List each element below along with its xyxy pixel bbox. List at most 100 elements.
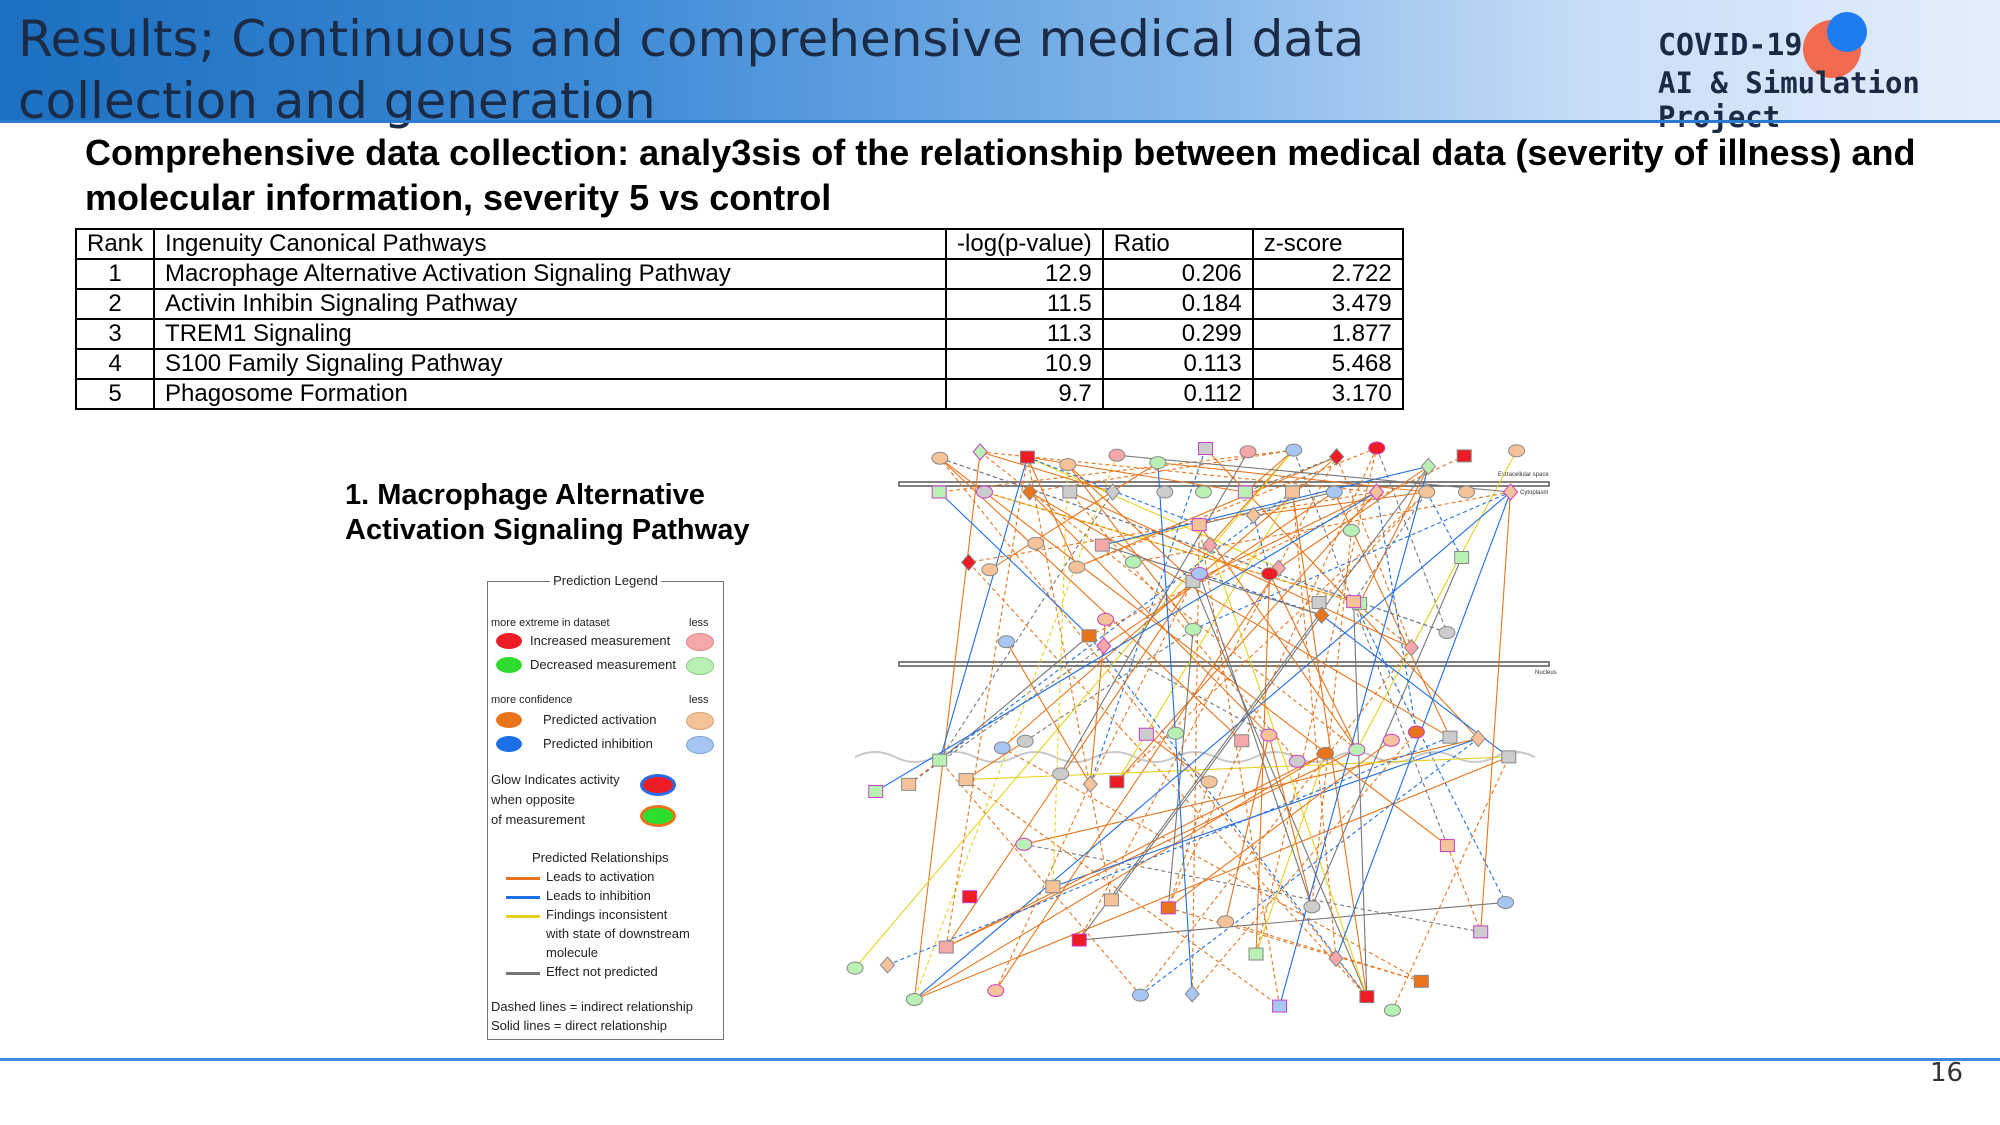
pathway-node xyxy=(1103,893,1119,907)
pathway-edge xyxy=(1029,491,1270,736)
pathway-node xyxy=(1094,538,1110,552)
legend-less-label-2: less xyxy=(689,694,709,706)
pathway-edge xyxy=(1001,747,1422,982)
pathway-node xyxy=(960,553,977,572)
pathway-edge xyxy=(1279,466,1429,1007)
header-banner: Results; Continuous and comprehensive me… xyxy=(0,0,2000,134)
pathway-edge xyxy=(913,455,1118,1000)
legend-glow-2: when opposite xyxy=(491,792,575,807)
pathway-edge xyxy=(1198,573,1313,907)
pathway-node xyxy=(1071,933,1087,947)
pathway-edge xyxy=(914,491,1511,1000)
pathway-node xyxy=(1234,734,1250,748)
pathway-node xyxy=(1442,730,1458,744)
inhibition-weak-icon xyxy=(686,736,714,754)
pathway-node xyxy=(1059,458,1077,472)
pathway-node xyxy=(846,961,864,975)
pathway-edge xyxy=(1255,447,1378,955)
pathway-node xyxy=(1288,754,1306,768)
cell-logp: 11.5 xyxy=(945,288,1104,320)
pathway-node xyxy=(1062,485,1078,499)
pathway-edge xyxy=(1088,455,1465,637)
pathway-node xyxy=(1022,483,1038,501)
pathway-node xyxy=(1016,734,1034,748)
pathway-edge xyxy=(1167,781,1210,909)
pathway-edge xyxy=(1079,901,1506,941)
cell-pathway: S100 Family Signaling Pathway xyxy=(153,348,948,380)
pathway-edge xyxy=(908,645,1105,785)
legend-pred-activation: Predicted activation xyxy=(543,712,657,727)
cell-membrane xyxy=(898,481,1550,487)
inhibition-line-icon xyxy=(506,896,540,899)
pathway-edge xyxy=(939,457,1243,742)
pathway-node xyxy=(1131,988,1149,1002)
cell-pathway: Macrophage Alternative Activation Signal… xyxy=(153,258,948,290)
header-pathway: Ingenuity Canonical Pathways xyxy=(153,228,948,260)
glow-green-icon xyxy=(643,808,673,824)
increased-weak-icon xyxy=(686,633,714,651)
pathway-node xyxy=(987,984,1005,998)
pathway-node xyxy=(1124,555,1142,569)
pathway-table: Rank Ingenuity Canonical Pathways -log(p… xyxy=(74,228,1404,410)
pathway-edge xyxy=(1244,449,1295,493)
legend-pred-inhibition: Predicted inhibition xyxy=(543,736,653,751)
pathway-node xyxy=(1097,612,1115,626)
pathway-edge xyxy=(939,635,1090,761)
pathway-node xyxy=(981,563,999,577)
cell-zscore: 3.170 xyxy=(1251,378,1404,410)
pathway-edge xyxy=(1391,756,1510,1011)
cell-ratio: 0.206 xyxy=(1101,258,1254,290)
cell-ratio: 0.184 xyxy=(1101,288,1254,320)
logo-blue-circle xyxy=(1827,12,1867,52)
pathway-edge xyxy=(1076,447,1377,568)
pathway-node xyxy=(1413,974,1429,988)
decreased-weak-icon xyxy=(686,657,714,675)
cell-rank: 1 xyxy=(74,258,156,290)
pathway-edge xyxy=(938,491,1090,637)
pathway-edge xyxy=(1116,454,1511,493)
pathway-edge xyxy=(965,740,1026,781)
pathway-node xyxy=(1454,550,1470,564)
pathway-node xyxy=(1045,880,1061,894)
pathway-edge xyxy=(984,491,1354,603)
cell-logp: 10.9 xyxy=(945,348,1104,380)
pathway-edge xyxy=(1133,491,1511,563)
pathway-edge xyxy=(1078,466,1429,941)
pathway-edge xyxy=(1088,635,1368,997)
pathway-edge xyxy=(1167,447,1378,909)
project-logo: COVID-19 AI & Simulation Project xyxy=(1655,10,1995,134)
pathway-edge xyxy=(939,491,1293,761)
pathway-edge xyxy=(1110,614,1323,901)
pathway-edge xyxy=(1336,456,1412,648)
pathway-edge xyxy=(1026,457,1112,900)
pathway-edge xyxy=(1001,456,1337,749)
pathway-edge xyxy=(1192,581,1368,997)
pathway-node xyxy=(1314,606,1330,624)
table-header-row: Rank Ingenuity Canonical Pathways -log(p… xyxy=(74,228,1404,260)
pathway-edge xyxy=(1168,907,1422,982)
cell-pathway: Phagosome Formation xyxy=(153,378,948,410)
legend-less-label: less xyxy=(689,617,709,629)
pathway-edge xyxy=(939,491,1114,761)
table-row: 5 Phagosome Formation 9.7 0.112 3.170 xyxy=(74,378,1404,410)
diagram-nodes xyxy=(846,441,1526,1017)
pathway-edge xyxy=(1225,921,1422,982)
pathway-node xyxy=(1068,560,1086,574)
pathway-node xyxy=(976,485,994,499)
pathway-edge xyxy=(945,457,1028,948)
pathway-edge xyxy=(1353,601,1412,649)
pathway-node xyxy=(1202,536,1218,554)
pathway-node xyxy=(1342,523,1360,537)
pathway-node xyxy=(1473,925,1489,939)
pathway-edge xyxy=(939,457,1368,998)
pathway-edge xyxy=(1318,491,1428,603)
pathway-node xyxy=(1403,638,1420,657)
pathway-edge xyxy=(979,451,1113,493)
pathway-node xyxy=(1284,485,1300,499)
pathway-node xyxy=(1328,447,1345,466)
pathway-node xyxy=(958,773,974,787)
pathway-edge xyxy=(945,581,1194,948)
pathway-node xyxy=(1382,733,1400,747)
pathway-edge xyxy=(1311,530,1352,907)
pathway-edge xyxy=(1116,491,1377,783)
